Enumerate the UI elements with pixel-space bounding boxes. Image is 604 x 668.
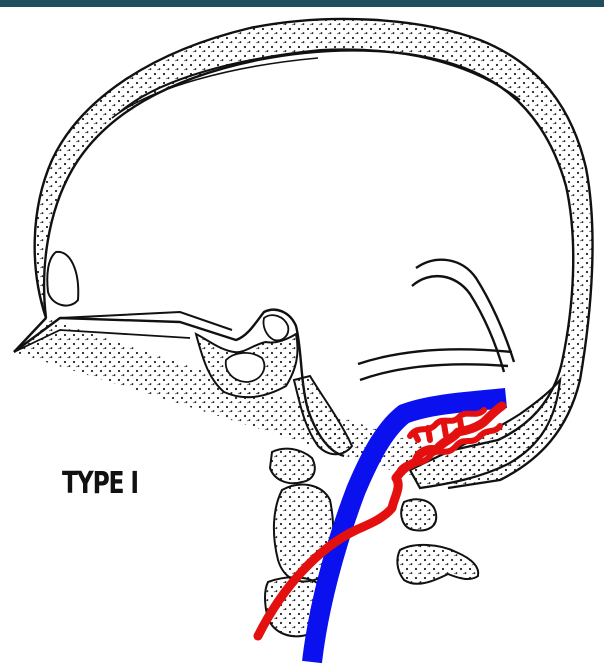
vertebra-atlas-posterior <box>401 499 436 530</box>
vertebra-spinous-process <box>397 545 478 584</box>
vertebra-dens <box>270 449 315 484</box>
diagram-type-label: TYPE I <box>62 466 138 501</box>
